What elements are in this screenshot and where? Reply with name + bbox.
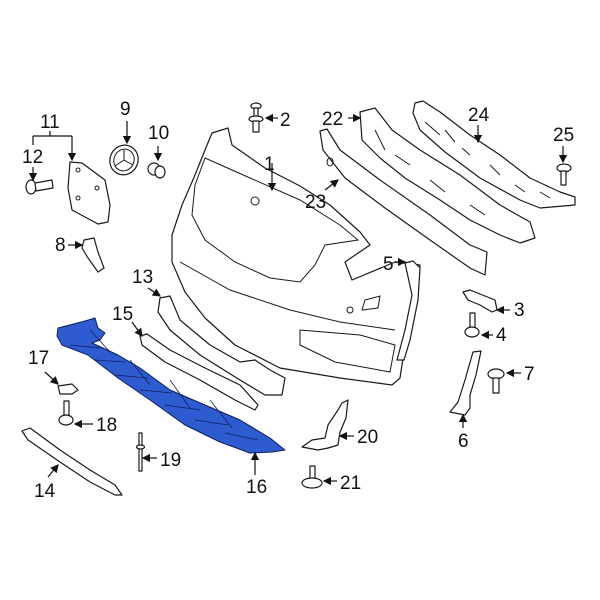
part-12-screw[interactable] (25, 179, 54, 195)
callout-6[interactable]: 6 (458, 431, 469, 452)
callout-13[interactable]: 13 (132, 267, 154, 288)
part-11-license-bracket[interactable] (67, 161, 111, 225)
part-5-seal-strip[interactable] (396, 260, 421, 361)
part-25-screw[interactable] (556, 163, 572, 186)
callout-2[interactable]: 2 (280, 110, 291, 131)
callout-5[interactable]: 5 (383, 254, 394, 275)
callout-17[interactable]: 17 (28, 348, 50, 369)
part-18-bolt[interactable] (58, 400, 74, 426)
part-19-rivet[interactable] (135, 432, 146, 472)
part-4-bolt[interactable] (464, 312, 480, 338)
part-8-sensor-bracket[interactable] (81, 237, 105, 273)
part-2-push-pin[interactable] (248, 102, 264, 133)
part-6-side-bracket[interactable] (449, 350, 482, 416)
part-3-bracket[interactable] (462, 289, 498, 313)
callout-22[interactable]: 22 (322, 109, 344, 130)
part-14-lower-trim[interactable] (21, 427, 123, 496)
callout-12[interactable]: 12 (22, 147, 44, 168)
callout-21[interactable]: 21 (340, 473, 362, 494)
part-10-grommet[interactable] (147, 162, 166, 179)
callout-3[interactable]: 3 (514, 300, 525, 321)
callout-19[interactable]: 19 (160, 450, 182, 471)
leader-lines (28, 113, 568, 486)
part-17-clip-nut[interactable] (57, 383, 79, 395)
callout-25[interactable]: 25 (553, 125, 575, 146)
callout-9[interactable]: 9 (120, 99, 131, 120)
part-24-upper-absorber[interactable] (412, 100, 576, 209)
part-16-lower-deflector[interactable] (56, 317, 286, 454)
callout-23[interactable]: 23 (305, 192, 327, 213)
part-13-guide-bracket[interactable] (157, 295, 286, 396)
callout-8[interactable]: 8 (55, 235, 66, 256)
callout-11[interactable]: 11 (40, 112, 60, 133)
part-23-reinforcement-bar[interactable] (319, 128, 488, 276)
part-20-corner-bracket[interactable] (301, 399, 349, 451)
callout-24[interactable]: 24 (468, 105, 490, 126)
part-15-lower-seal[interactable] (139, 333, 259, 411)
callout-18[interactable]: 18 (96, 415, 118, 436)
callout-16[interactable]: 16 (246, 477, 268, 498)
part-1-bumper-cover[interactable] (171, 127, 421, 386)
part-22-energy-absorber[interactable] (359, 107, 536, 244)
callout-20[interactable]: 20 (357, 427, 379, 448)
callout-10[interactable]: 10 (148, 123, 170, 144)
callout-1[interactable]: 1 (264, 154, 275, 175)
callout-15[interactable]: 15 (112, 304, 134, 325)
callout-7[interactable]: 7 (524, 364, 535, 385)
part-7-flange-bolt[interactable] (487, 368, 505, 394)
part-21-stud-bolt[interactable] (301, 465, 323, 489)
part-9-emblem[interactable] (105, 140, 143, 179)
callout-4[interactable]: 4 (496, 325, 507, 346)
callout-14[interactable]: 14 (34, 481, 56, 502)
